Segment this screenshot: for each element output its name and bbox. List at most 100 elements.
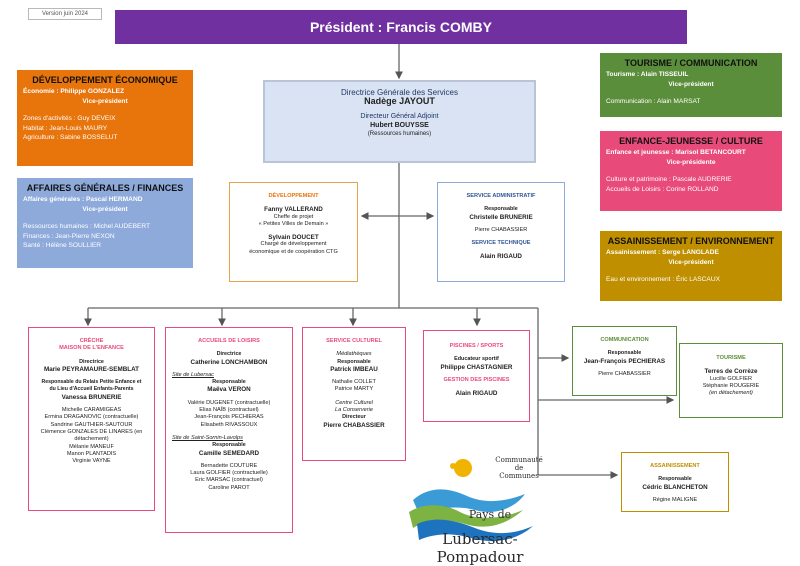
- eco-line: Agriculture : Sabine BOSSELUT: [23, 134, 118, 142]
- piscines-title: PISCINES / SPORTS: [449, 343, 504, 349]
- dev-person: Fanny VALLERAND: [264, 206, 323, 214]
- loisirs-title: ACCUEILS DE LOISIRS: [198, 338, 260, 344]
- culturel-title: SERVICE CULTUREL: [326, 338, 382, 344]
- president-banner: Président : Francis COMBY: [115, 10, 687, 44]
- version-label: Version juin 2024: [28, 8, 102, 20]
- enfance-title: ENFANCE-JEUNESSE / CULTURE: [619, 136, 763, 146]
- tourisme-svc-person: Stéphanie ROUGERIE: [702, 382, 760, 389]
- logo-graphic: [409, 459, 533, 542]
- eco-vp-line: Économie : Philippe GONZALEZ: [23, 88, 125, 95]
- affaires-box: AFFAIRES GÉNÉRALES / FINANCES Affaires g…: [17, 178, 193, 268]
- dga-name: Hubert BOUYSSE: [370, 122, 429, 129]
- tourisme-title: TOURISME / COMMUNICATION: [624, 58, 758, 68]
- creche-staff: Sandrine GAUTHIER-SAUTOUR: [50, 421, 133, 428]
- tech-name: Alain RIGAUD: [480, 253, 522, 261]
- loisirs-box: ACCUEILS DE LOISIRS Directrice Catherine…: [165, 327, 293, 533]
- loisirs-staff: Valérie DUGENET (contractuelle): [187, 399, 271, 406]
- culturel-dir-label: Directeur: [342, 414, 366, 421]
- assain-svc-resp-label: Responsable: [658, 476, 692, 483]
- creche-staff: Ermina DRAGANOVIC (contractuelle): [44, 414, 139, 421]
- assain-svc-box: ASSAINISSEMENT Responsable Cédric BLANCH…: [621, 452, 729, 512]
- creche-staff: Michelle CARAMIGEAS: [61, 407, 122, 414]
- tourisme-svc-person: Lucille GOLFIER: [710, 375, 752, 382]
- piscines-edu-label: Educateur sportif: [454, 356, 499, 363]
- affaires-line: Santé : Hélène SOULLIER: [23, 242, 102, 250]
- admin-box: SERVICE ADMINISTRATIF Responsable Christ…: [437, 182, 565, 282]
- logo-line: Pays de: [468, 508, 512, 521]
- loisirs-dir-label: Directrice: [216, 351, 242, 358]
- creche-relais-label: du Lieu d'Accueil Enfants-Parents: [49, 386, 134, 393]
- culturel-staff: Patrice MARTY: [334, 386, 374, 393]
- dev-person: Sylvain DOUCET: [268, 234, 319, 242]
- creche-staff: Clémence GONZALES DE LINARES (en: [40, 428, 143, 435]
- dgs-name: Nadège JAYOUT: [364, 96, 435, 106]
- eco-box: DÉVELOPPEMENT ÉCONOMIQUE Économie : Phil…: [17, 70, 193, 166]
- creche-staff: Mélanie MANEUF: [69, 443, 114, 450]
- affaires-line: Ressources humaines : Michel AUDEBERT: [23, 223, 151, 231]
- loisirs-staff: Caroline PAROT: [208, 484, 250, 491]
- dev-role: « Petites Villes de Demain »: [258, 220, 329, 227]
- culturel-staff: Nathalie COLLET: [332, 379, 376, 386]
- culturel-box: SERVICE CULTUREL Médiathèques Responsabl…: [302, 327, 406, 461]
- tourisme-line: Communication : Alain MARSAT: [606, 98, 701, 106]
- assain-line: Eau et environnement : Éric LASCAUX: [606, 276, 720, 284]
- dev-role: économique et de coopération CTG: [249, 248, 338, 255]
- community-logo: Communauté de Communes Pays de Lubersac-…: [405, 450, 555, 566]
- loisirs-resp: Camille SEMEDARD: [198, 449, 260, 457]
- culturel-sub: Centre Culturel: [335, 399, 373, 406]
- loisirs-site: Site de Saint-Sornin-Lavolps: [172, 434, 243, 441]
- tourisme-svc-sub: Terres de Corrèze: [704, 368, 758, 376]
- loisirs-resp-label: Responsable: [212, 442, 246, 449]
- loisirs-resp: Maëva VERON: [207, 386, 251, 394]
- assain-box: ASSAINISSEMENT / ENVIRONNEMENT Assainiss…: [600, 231, 782, 301]
- affaires-line: Finances : Jean-Pierre NEXON: [23, 232, 115, 240]
- tourisme-svc-note: (en détachement): [709, 390, 753, 397]
- affaires-title: AFFAIRES GÉNÉRALES / FINANCES: [26, 183, 184, 193]
- assain-title: ASSAINISSEMENT / ENVIRONNEMENT: [607, 236, 775, 246]
- communication-resp-label: Responsable: [607, 350, 642, 357]
- piscines-edu: Philippe CHASTAGNIER: [440, 363, 513, 371]
- dev-role: Chargé de développement: [260, 241, 327, 248]
- creche-relais: Vanessa BRUNERIE: [61, 393, 122, 401]
- assain-svc-resp: Cédric BLANCHETON: [642, 483, 708, 491]
- logo-line: Communes: [499, 472, 539, 480]
- dgs-title: Directrice Générale des Services: [341, 88, 458, 97]
- dga-title: Directeur Général Adjoint: [360, 113, 439, 120]
- enfance-line: Culture et patrimoine : Pascale AUDRERIE: [606, 176, 732, 184]
- admin-resp: Christelle BRUNERIE: [469, 213, 533, 221]
- dev-role: Cheffe de projet: [273, 213, 314, 220]
- eco-line: Zones d'activités : Guy DEVEIX: [23, 115, 116, 123]
- gestion-name: Alain RIGAUD: [455, 390, 498, 398]
- eco-title: DÉVELOPPEMENT ÉCONOMIQUE: [32, 75, 178, 85]
- loisirs-site: Site de Lubersac: [172, 371, 214, 378]
- tourisme-vp-label: Vice-président: [668, 80, 714, 88]
- tourisme-svc-title: TOURISME: [716, 355, 746, 361]
- creche-box: CRÈCHE MAISON DE L'ENFANCE Directrice Ma…: [28, 327, 155, 511]
- culturel-resp: Patrick IMBEAU: [330, 365, 378, 373]
- creche-dir: Marie PEYRAMAURE-SEMBLAT: [43, 365, 140, 373]
- communication-other: Pierre CHABASSIER: [598, 370, 651, 377]
- enfance-line: Accueils de Loisirs : Corine ROLLAND: [606, 185, 719, 193]
- creche-staff: Virginie VAYNE: [72, 458, 111, 465]
- tourisme-box: TOURISME / COMMUNICATION Tourisme : Alai…: [600, 53, 782, 117]
- creche-staff: détachement): [74, 436, 109, 443]
- logo-line: Communauté: [495, 456, 543, 464]
- culturel-resp-label: Responsable: [337, 358, 371, 365]
- logo-line: de: [514, 464, 524, 472]
- assain-vp-label: Vice-président: [668, 258, 714, 266]
- communication-title: COMMUNICATION: [600, 337, 649, 343]
- admin-title: SERVICE ADMINISTRATIF: [466, 193, 536, 199]
- gestion-title: GESTION DES PISCINES: [443, 376, 510, 383]
- dga-note: (Ressources humaines): [367, 131, 432, 137]
- affaires-vp-label: Vice-président: [82, 205, 128, 213]
- admin-resp-label: Responsable: [484, 206, 518, 213]
- dev-box: DÉVELOPPEMENT Fanny VALLERAND Cheffe de …: [229, 182, 358, 282]
- enfance-vp-line: Enfance et jeunesse : Marisol BETANCOURT: [606, 149, 746, 156]
- loisirs-staff: Elisabeth RIVASSOUX: [200, 421, 258, 428]
- loisirs-staff: Laura GOLFIER (contractuelle): [190, 470, 268, 477]
- assain-vp-line: Assainissement : Serge LANGLADE: [606, 249, 719, 256]
- communication-box: COMMUNICATION Responsable Jean-François …: [572, 326, 677, 396]
- enfance-box: ENFANCE-JEUNESSE / CULTURE Enfance et je…: [600, 131, 782, 211]
- culturel-sub: Médiathèques: [336, 351, 372, 358]
